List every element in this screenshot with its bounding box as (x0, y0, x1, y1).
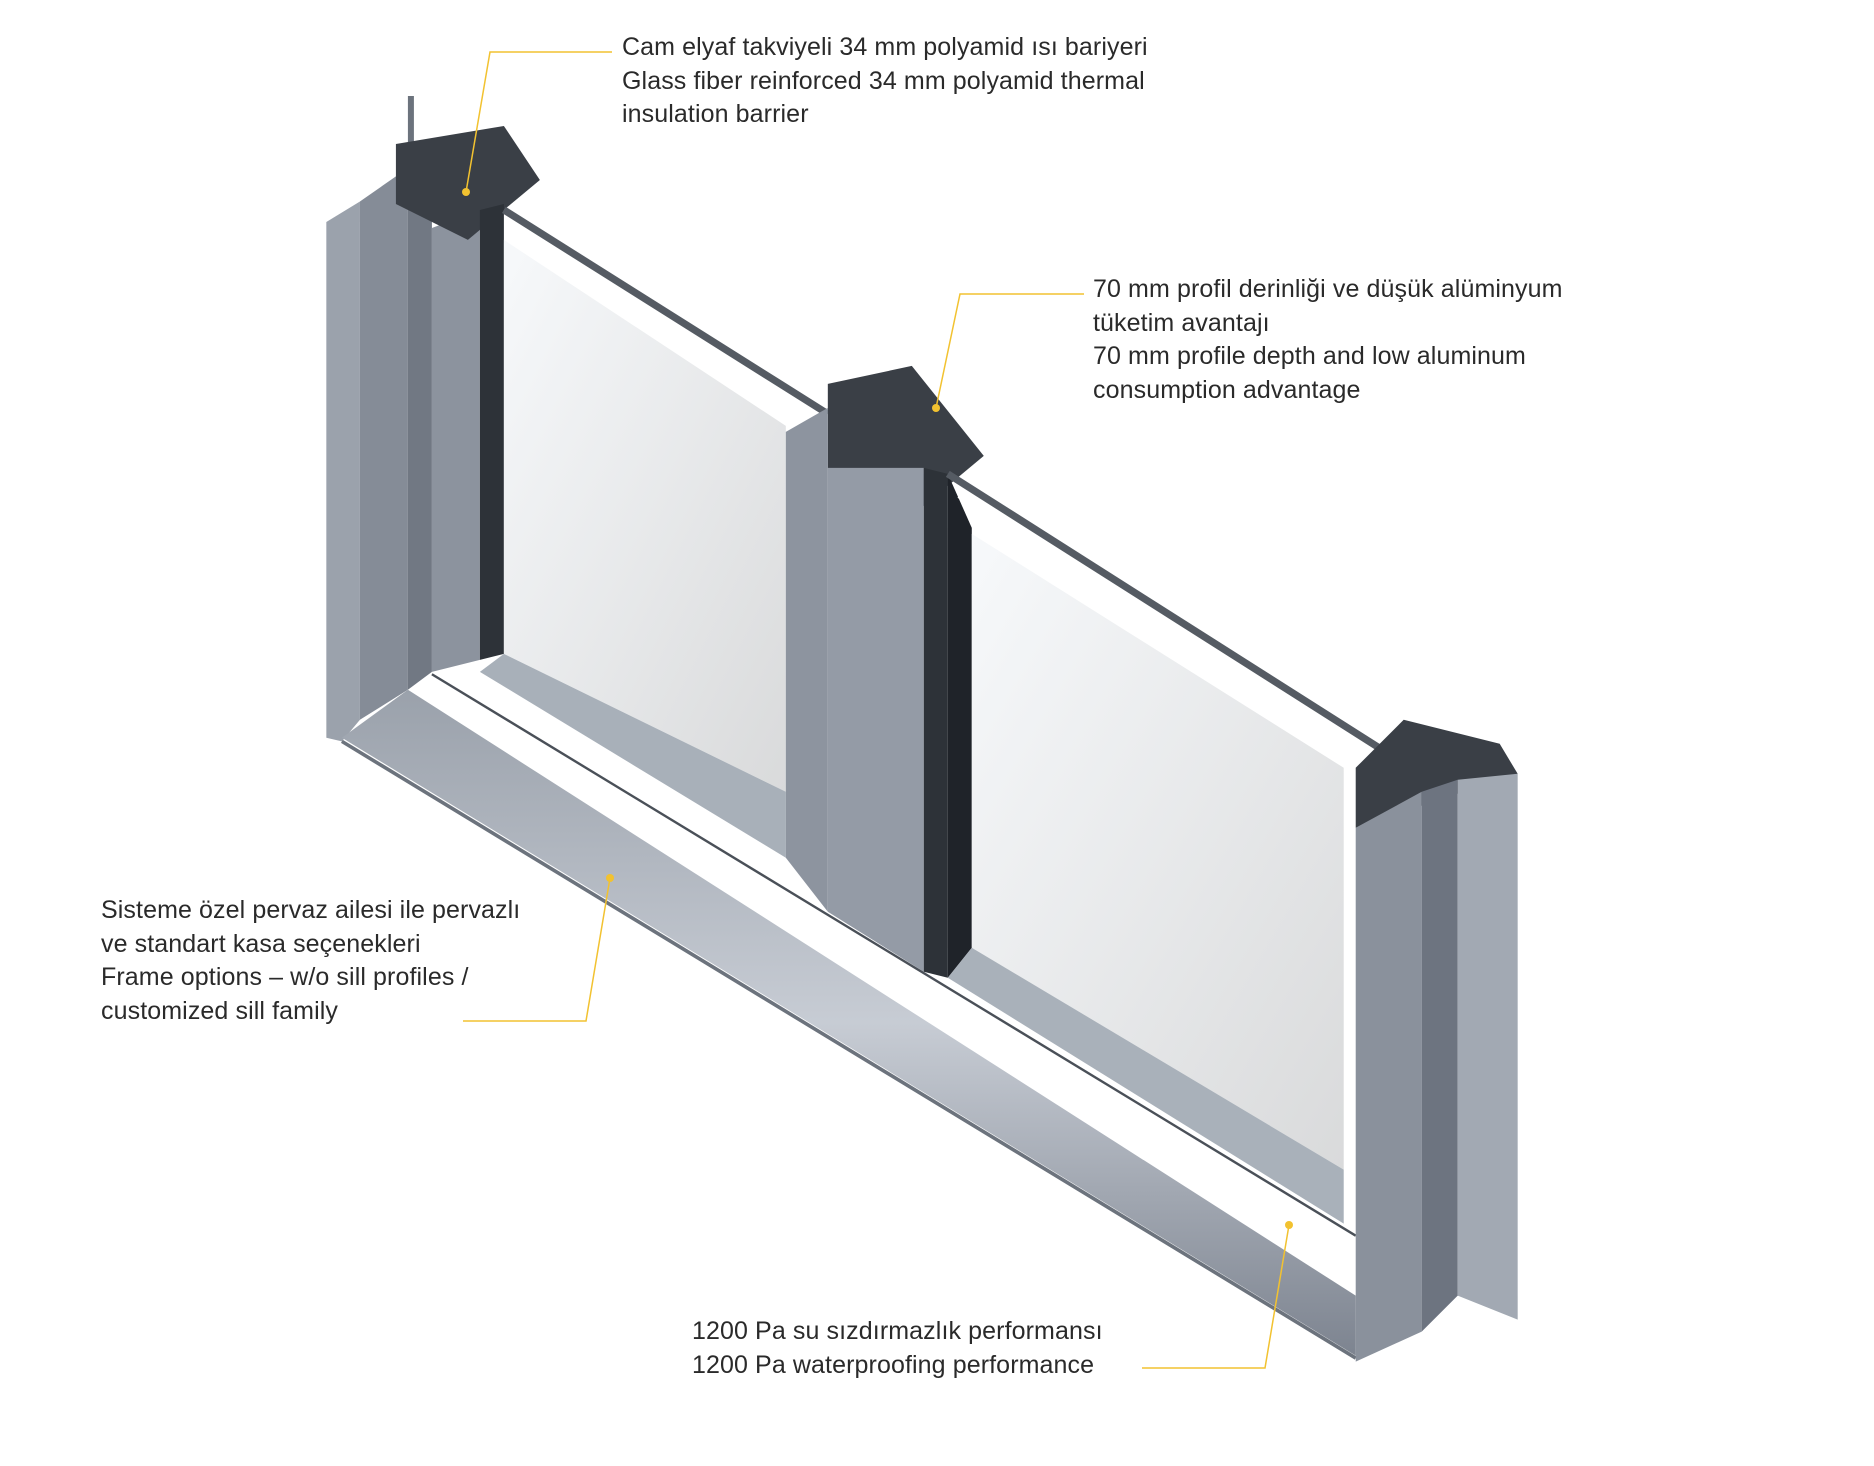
callout-line: 70 mm profil derinliği ve düşük alüminyu… (1093, 275, 1563, 303)
callout-line: customized sill family (101, 996, 338, 1025)
callout-line: 1200 Pa waterproofing performance (692, 1350, 1095, 1379)
callout-line: 70 mm profile depth and low aluminum (1093, 342, 1526, 370)
marker-dot-waterproofing (1285, 1221, 1293, 1229)
leader-line-frame (463, 877, 611, 1022)
callout-line: Glass fiber reinforced 34 mm polyamid th… (622, 66, 1145, 95)
callout-line: 1200 Pa su sızdırmazlık performansı (692, 1317, 1103, 1345)
callout-line: Frame options – w/o sill profiles / (101, 963, 469, 991)
leader-line-waterproofing (1142, 1224, 1290, 1369)
right-sash (945, 470, 1394, 1224)
middle-mullion (785, 365, 984, 978)
left-sash (479, 203, 830, 858)
marker-dot-frame (606, 874, 614, 882)
marker-dot-thermal (462, 188, 470, 196)
callout-line: consumption advantage (1093, 375, 1361, 404)
callout-thermal-barrier: Cam elyaf takviyeli 34 mm polyamid ısı b… (622, 31, 1148, 132)
bottom-sill (340, 673, 1357, 1360)
callout-line: ve standart kasa seçenekleri (101, 929, 421, 958)
callout-profile-depth: 70 mm profil derinliği ve düşük alüminyu… (1093, 273, 1563, 407)
callout-line: tüketim avantajı (1093, 308, 1270, 337)
leader-line-depth (935, 293, 1084, 409)
marker-dot-depth (932, 404, 940, 412)
callout-line: Sisteme özel pervaz ailesi ile pervazlı (101, 896, 521, 924)
callout-line: Cam elyaf takviyeli 34 mm polyamid ısı b… (622, 33, 1148, 61)
leader-line-thermal (465, 51, 612, 193)
callout-waterproofing: 1200 Pa su sızdırmazlık performansı 1200… (692, 1315, 1103, 1382)
right-frame-post (1355, 719, 1518, 1362)
callout-line: insulation barrier (622, 100, 809, 128)
callout-frame-options: Sisteme özel pervaz ailesi ile pervazlı … (101, 894, 520, 1028)
